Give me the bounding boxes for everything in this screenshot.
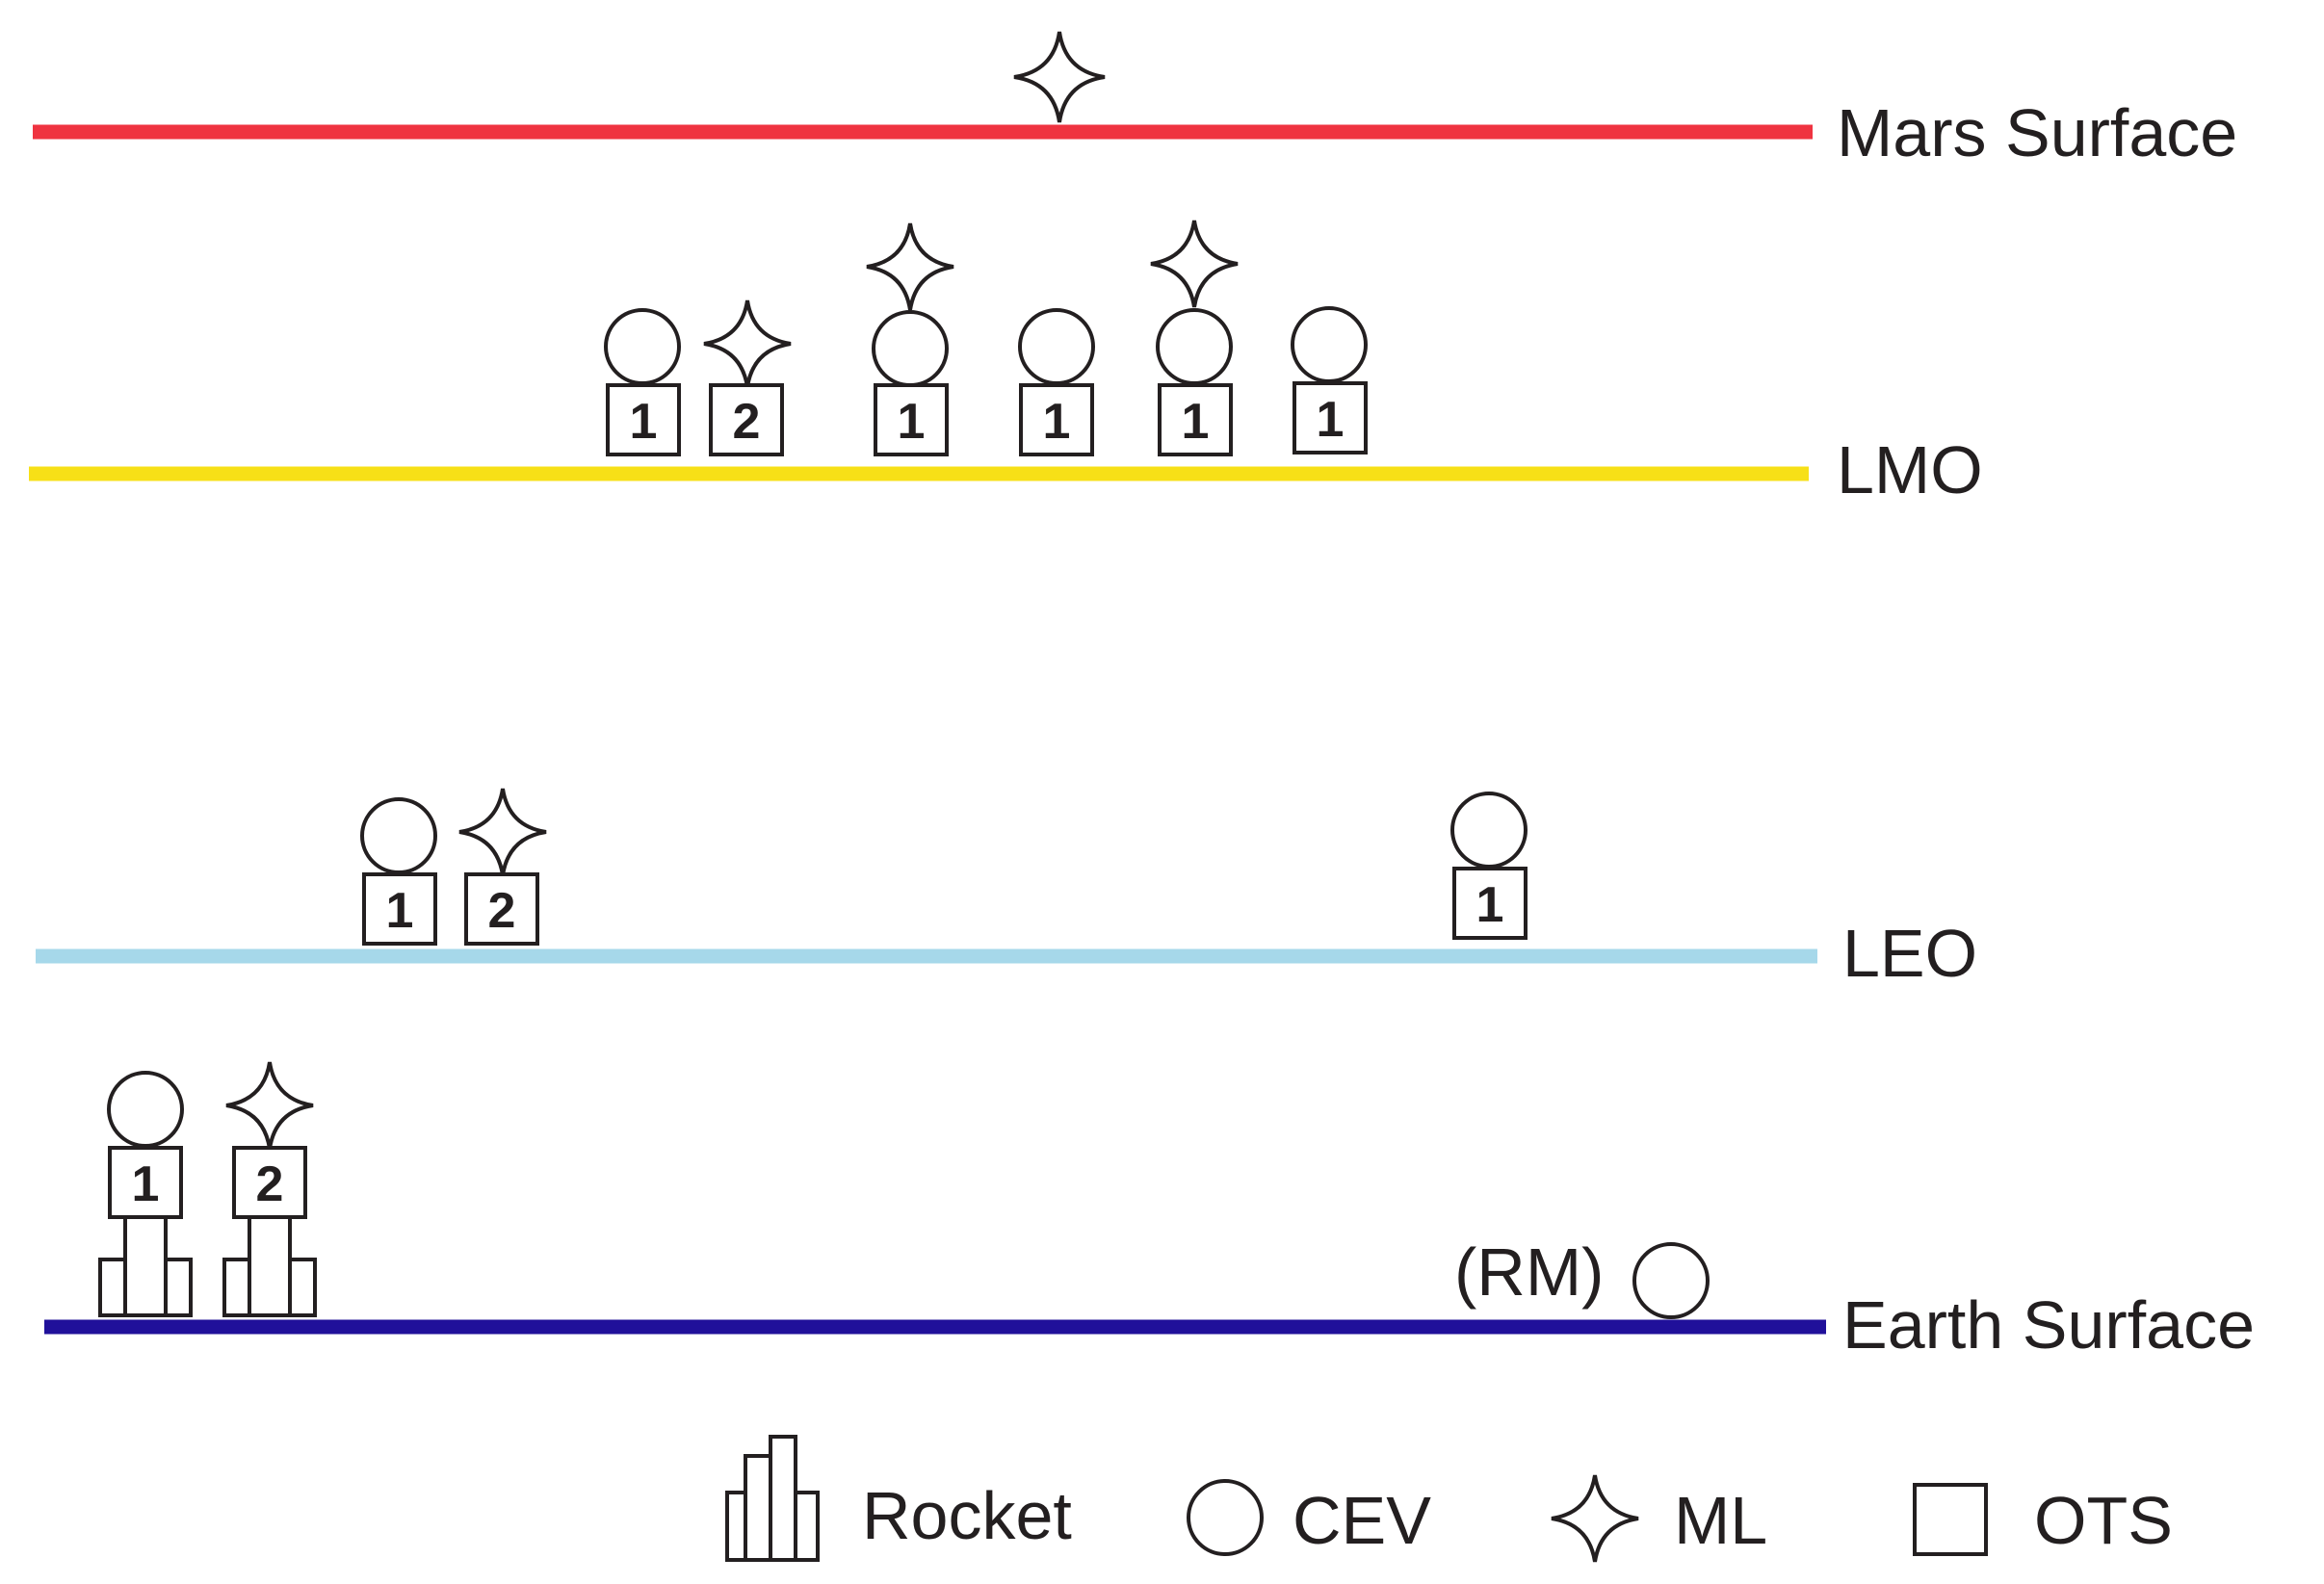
legend-item-ots: OTS: [1913, 1483, 2173, 1558]
ots-box: [232, 1146, 307, 1219]
cev-icon: [107, 1071, 184, 1148]
ml-icon: [225, 1061, 314, 1150]
ots-box: [709, 383, 784, 456]
ots-number: 1: [132, 1156, 160, 1212]
ots-number: 1: [1317, 392, 1345, 448]
ml-icon: [703, 299, 792, 388]
ots-box: [606, 383, 681, 456]
earth-surface-label: Earth Surface: [1842, 1287, 2255, 1363]
ml-icon: [866, 222, 954, 311]
ots-number: 1: [1043, 394, 1071, 450]
ots-number: 1: [1182, 394, 1210, 450]
earth-rm-cev: (RM): [1454, 1234, 1710, 1319]
ots-number: 1: [1476, 877, 1504, 933]
legend-label-ots: OTS: [2034, 1483, 2173, 1558]
cev-icon: [872, 310, 949, 387]
ml-icon: [458, 788, 547, 876]
ml-icon: [1013, 31, 1106, 123]
rm-label: (RM): [1454, 1234, 1604, 1310]
cev-icon: [360, 797, 437, 874]
lmo-stack-ml-cev-ots: 1: [1150, 220, 1239, 456]
ots-box: [108, 1146, 183, 1219]
ots-number: 1: [386, 883, 414, 939]
lmo-label: LMO: [1837, 432, 1983, 507]
ots-number: 2: [256, 1156, 284, 1212]
rocket-icon: [725, 1435, 820, 1562]
ots-box: [362, 872, 437, 946]
leo-label: LEO: [1842, 916, 1977, 991]
cev-icon: [1291, 306, 1368, 383]
ots-number: 2: [733, 394, 761, 450]
mars-surface-label: Mars Surface: [1837, 95, 2237, 170]
cev-icon: [1632, 1242, 1710, 1319]
legend-label-rocket: Rocket: [862, 1478, 1072, 1553]
ml-icon: [1150, 220, 1239, 308]
legend-label-ml: ML: [1674, 1483, 1767, 1558]
legend-item-cev: CEV: [1187, 1479, 1431, 1558]
ots-icon: [1913, 1483, 1988, 1556]
ml-icon: [1551, 1474, 1639, 1563]
cev-icon: [1450, 792, 1528, 869]
lmo-stack-ml-cev-ots: 1: [866, 222, 954, 456]
ots-number: 1: [898, 394, 926, 450]
leo-stack-ml-ots: 2: [458, 788, 547, 946]
ots-box: [1019, 383, 1094, 456]
legend-item-ml: ML: [1551, 1474, 1767, 1563]
ots-box: [1452, 867, 1528, 940]
legend-item-rocket: Rocket: [725, 1435, 1072, 1562]
legend: Rocket CEV ML OTS: [725, 1435, 2173, 1563]
lmo-stack-cev-ots: 1: [604, 308, 681, 456]
leo-stack-cev-ots: 1: [1450, 792, 1528, 940]
cev-icon: [604, 308, 681, 385]
ots-box: [1293, 381, 1368, 454]
ots-number: 1: [630, 394, 658, 450]
cev-icon: [1156, 308, 1233, 385]
rocket-icon: [98, 1215, 193, 1317]
ots-box: [464, 872, 539, 946]
ots-box: [874, 383, 949, 456]
cev-icon: [1187, 1479, 1264, 1556]
leo-stack-cev-ots: 1: [360, 797, 437, 946]
ots-box: [1158, 383, 1233, 456]
earth-stack-rocket-ml-ots: 2: [222, 1061, 317, 1317]
cev-icon: [1018, 308, 1095, 385]
ots-number: 2: [488, 883, 516, 939]
lmo-stack-cev-ots: 1: [1018, 308, 1095, 456]
lmo-stack-ml-ots: 2: [703, 299, 792, 456]
legend-label-cev: CEV: [1293, 1483, 1431, 1558]
rocket-icon: [222, 1215, 317, 1317]
lmo-stack-cev-ots: 1: [1291, 306, 1368, 454]
earth-stack-rocket-cev-ots: 1: [98, 1071, 193, 1317]
